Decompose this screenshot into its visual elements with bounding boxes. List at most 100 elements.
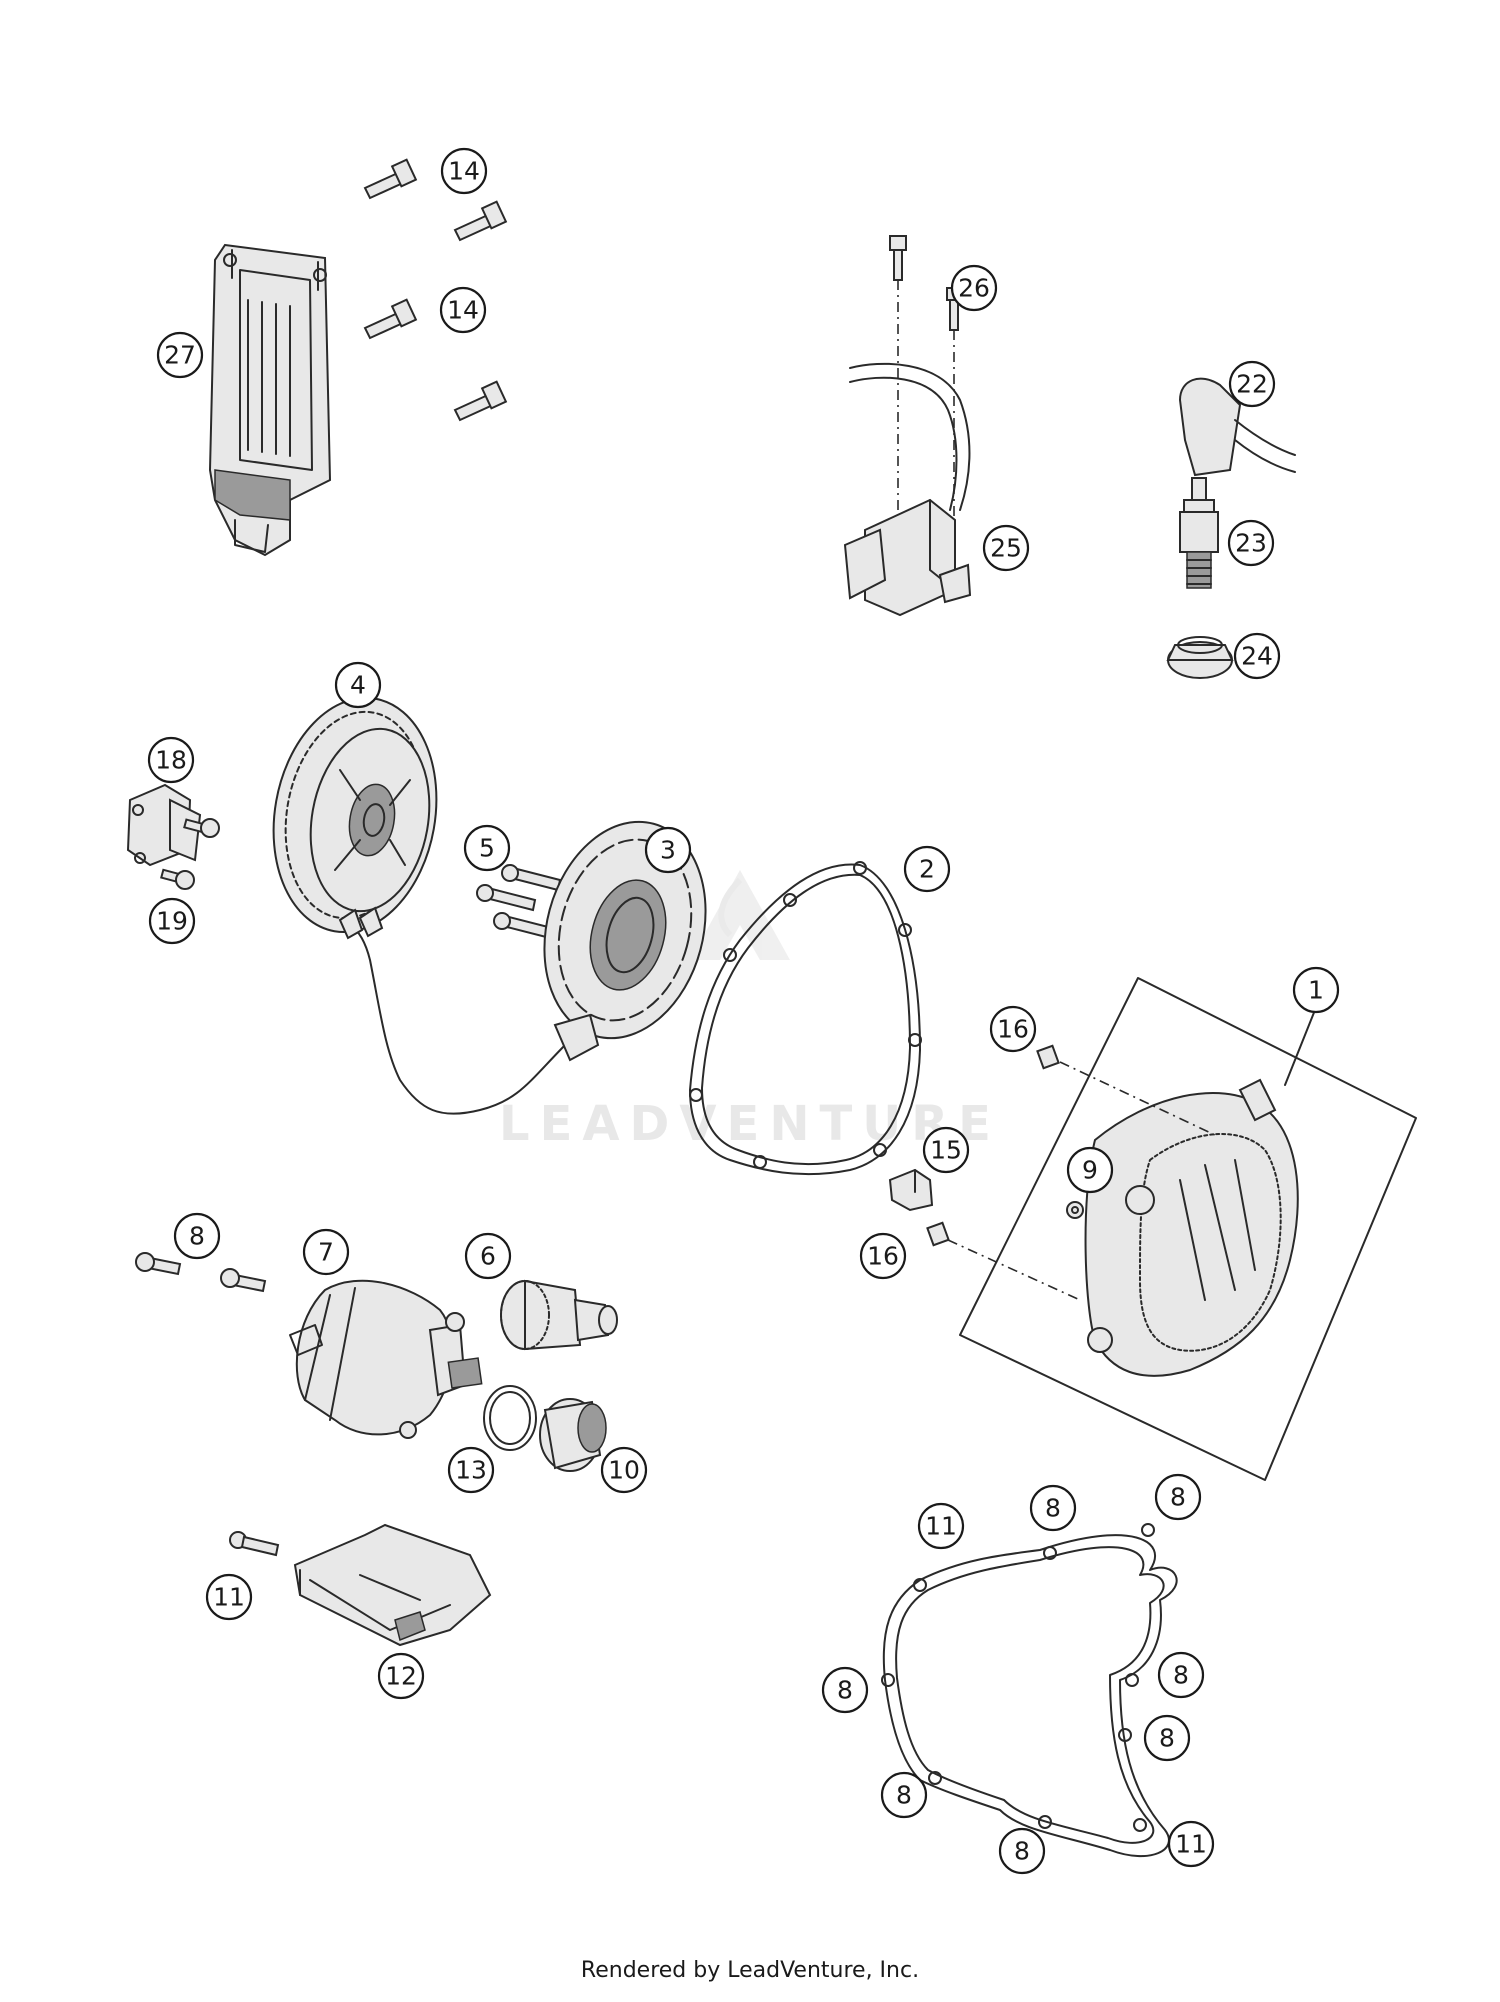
svg-text:22: 22 (1236, 370, 1268, 399)
part-8-bolts (135, 1252, 267, 1293)
callout-8-gasket-g: 8 (998, 1827, 1046, 1875)
part-27-bracket (208, 243, 332, 557)
callout-11-gasket-bottom: 11 (1167, 1820, 1215, 1868)
leadventure-watermark: LEADVENTURE (499, 870, 1001, 1152)
callout-8-starter: 8 (173, 1212, 221, 1260)
svg-text:5: 5 (479, 834, 495, 863)
svg-text:8: 8 (1045, 1494, 1061, 1523)
leader-lines (1284, 1009, 1316, 1086)
callout-8-gasket-c: 8 (1157, 1651, 1205, 1699)
callout-12: 12 (377, 1652, 425, 1700)
callout-11-gasket-top: 11 (917, 1502, 965, 1550)
svg-text:8: 8 (1170, 1483, 1186, 1512)
part-24-seal (1166, 636, 1234, 679)
callout-18: 18 (147, 736, 195, 784)
part-15-clip (888, 1168, 934, 1212)
part-18-screw (183, 818, 220, 838)
part-19-screw (160, 868, 195, 890)
callout-3: 3 (644, 826, 692, 874)
watermark-text: LEADVENTURE (499, 1096, 1001, 1152)
callout-11-plate: 11 (205, 1573, 253, 1621)
clutch-cover-gasket (881, 1523, 1178, 1858)
svg-text:16: 16 (997, 1015, 1029, 1044)
svg-text:18: 18 (155, 746, 187, 775)
svg-text:19: 19 (156, 907, 188, 936)
callout-5: 5 (463, 824, 511, 872)
callout-8-gasket-a: 8 (1029, 1484, 1077, 1532)
part-25-ignition-coil (843, 362, 972, 617)
svg-text:27: 27 (164, 341, 196, 370)
callout-8-gasket-d: 8 (821, 1666, 869, 1714)
part-6-starter-drive (500, 1279, 618, 1351)
part-16-dowel-top (1036, 1044, 1216, 1136)
svg-text:8: 8 (189, 1222, 205, 1251)
svg-text:14: 14 (447, 296, 479, 325)
part-11-bolt (229, 1531, 280, 1557)
callout-4: 4 (334, 661, 382, 709)
svg-text:26: 26 (958, 274, 990, 303)
svg-text:8: 8 (1173, 1661, 1189, 1690)
svg-text:11: 11 (213, 1583, 245, 1612)
svg-text:4: 4 (350, 671, 366, 700)
callout-15: 15 (922, 1126, 970, 1174)
callout-8-gasket-e: 8 (1143, 1714, 1191, 1762)
callout-9: 9 (1066, 1146, 1114, 1194)
part-10-bushing (539, 1398, 607, 1472)
callout-25: 25 (982, 524, 1030, 572)
svg-text:1: 1 (1308, 976, 1324, 1005)
part-14-bolts-top (363, 158, 508, 242)
svg-text:13: 13 (455, 1456, 487, 1485)
part-13-o-ring (483, 1385, 537, 1451)
svg-text:12: 12 (385, 1662, 417, 1691)
svg-text:25: 25 (990, 534, 1022, 563)
callout-19: 19 (148, 897, 196, 945)
callout-23: 23 (1227, 519, 1275, 567)
svg-text:8: 8 (1014, 1837, 1030, 1866)
svg-text:2: 2 (919, 855, 935, 884)
callout-16-top: 16 (989, 1005, 1037, 1053)
part-14-bolts-bottom (363, 298, 508, 422)
svg-text:8: 8 (896, 1781, 912, 1810)
callout-27: 27 (156, 331, 204, 379)
part-4-flywheel (272, 696, 438, 934)
callout-1: 1 (1292, 966, 1340, 1014)
callout-14-bottom: 14 (439, 286, 487, 334)
part-16-dowel-bottom (926, 1221, 1081, 1301)
callout-26: 26 (950, 264, 998, 312)
callout-13: 13 (447, 1446, 495, 1494)
svg-text:7: 7 (318, 1238, 334, 1267)
svg-text:14: 14 (448, 157, 480, 186)
part-23-spark-plug (1179, 477, 1219, 589)
callout-10: 10 (600, 1446, 648, 1494)
part-3-stator (338, 820, 707, 1115)
part-12-cover-plate (293, 1523, 492, 1647)
svg-text:9: 9 (1082, 1156, 1098, 1185)
callout-22: 22 (1228, 360, 1276, 408)
svg-text:6: 6 (480, 1242, 496, 1271)
svg-text:23: 23 (1235, 529, 1267, 558)
svg-text:16: 16 (867, 1242, 899, 1271)
callout-6: 6 (464, 1232, 512, 1280)
svg-text:10: 10 (608, 1456, 640, 1485)
part-9-washer (1066, 1201, 1084, 1219)
svg-text:11: 11 (925, 1512, 957, 1541)
callout-16-bottom: 16 (859, 1232, 907, 1280)
part-1-ignition-cover (959, 977, 1417, 1481)
callout-24: 24 (1233, 632, 1281, 680)
svg-text:3: 3 (660, 836, 676, 865)
callout-14-top: 14 (440, 147, 488, 195)
callout-7: 7 (302, 1228, 350, 1276)
svg-text:8: 8 (837, 1676, 853, 1705)
svg-text:24: 24 (1241, 642, 1273, 671)
callout-8-gasket-b: 8 (1154, 1473, 1202, 1521)
part-7-starter-motor (289, 1279, 483, 1439)
svg-text:15: 15 (930, 1136, 962, 1165)
footer-credit: Rendered by LeadVenture, Inc. (580, 1958, 920, 1983)
svg-text:8: 8 (1159, 1724, 1175, 1753)
part-18-sensor (126, 783, 202, 867)
part-26-bolts (889, 235, 962, 520)
part-22-spark-plug-cap (1178, 377, 1296, 477)
callout-8-gasket-f: 8 (880, 1771, 928, 1819)
part-2-gasket (689, 861, 922, 1176)
